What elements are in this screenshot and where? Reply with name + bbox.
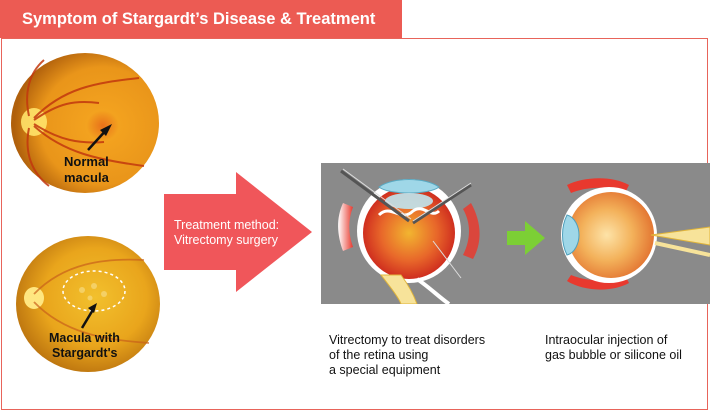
normal-macula-fundus-image: Normal macula	[4, 48, 166, 198]
treatment-method-line2: Vitrectomy surgery	[174, 233, 278, 247]
pointer-arrow-icon	[80, 307, 96, 329]
eye-with-gas-bubble-illustration	[561, 178, 710, 290]
vitrectomy-caption-line1: Vitrectomy to treat disorders	[329, 333, 486, 347]
page-title: Symptom of Stargardt’s Disease & Treatme…	[0, 0, 402, 38]
eye-surgery-illustration	[338, 168, 710, 304]
treatment-method-line1: Treatment method:	[174, 218, 280, 232]
surgery-illustration-panel	[321, 163, 710, 304]
vitrectomy-caption-line3: a special equipment	[329, 363, 441, 377]
injection-caption-line2: gas bubble or silicone oil	[545, 348, 682, 362]
injection-caption-line1: Intraocular injection of	[545, 333, 668, 347]
treatment-arrow-icon	[164, 172, 312, 292]
fundus-label-line2: Stargardt's	[52, 346, 118, 360]
fundus-label-line1: Macula with	[49, 331, 120, 345]
injection-caption: Intraocular injection of gas bubble or s…	[545, 333, 682, 363]
vitrectomy-caption-line2: of the retina using	[329, 348, 429, 362]
stargardt-macula-fundus-image: Macula with Stargardt's	[4, 228, 182, 376]
treatment-method-label: Treatment method: Vitrectomy surgery	[174, 218, 279, 248]
fundus-label-line2: macula	[64, 170, 110, 185]
green-arrow-right-icon	[507, 221, 545, 255]
fundus-label-line1: Normal	[64, 154, 109, 169]
vitrectomy-caption: Vitrectomy to treat disorders of the ret…	[329, 333, 485, 378]
